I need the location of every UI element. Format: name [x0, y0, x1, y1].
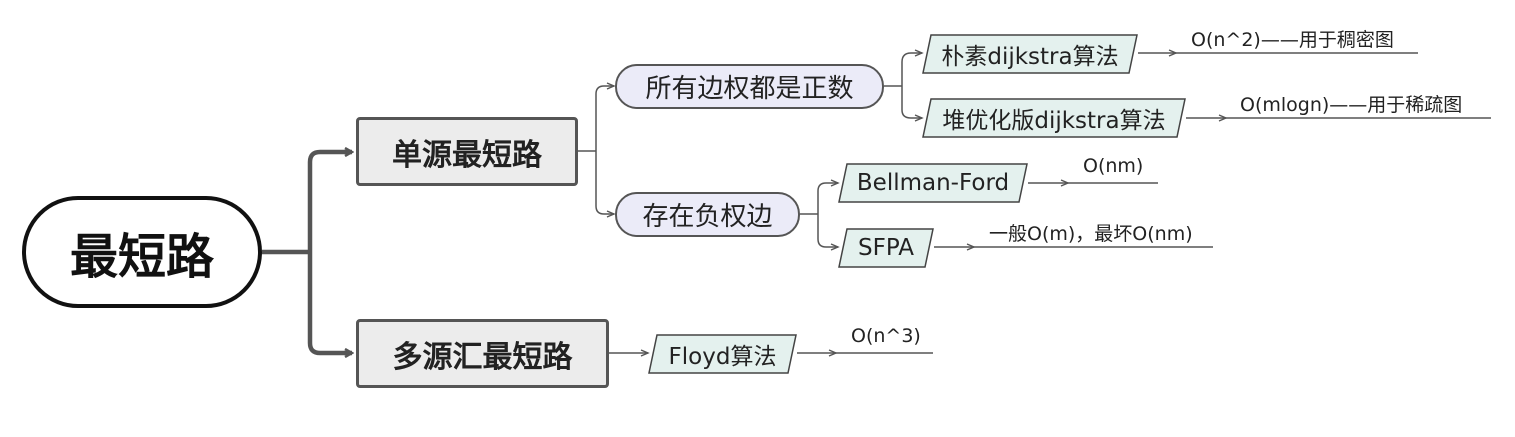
heap-dijkstra-node[interactable]: 堆优化版dijkstra算法 [922, 98, 1186, 138]
bellman-ford-shape [838, 163, 1028, 203]
negative-weights-label: 存在负权边 [642, 202, 773, 232]
negative-weights-node[interactable]: 存在负权边 [615, 192, 800, 237]
single-source-connector [578, 82, 616, 218]
bellman-ford-node[interactable]: Bellman-Ford [838, 163, 1028, 203]
positive-weights-label: 所有边权都是正数 [645, 74, 854, 104]
floyd-node[interactable]: Floyd算法 [648, 334, 797, 374]
negative-connector [800, 179, 840, 251]
spfa-note: 一般O(m)，最坏O(nm) [989, 223, 1193, 245]
positive-connector [884, 49, 924, 122]
naive-dijkstra-node[interactable]: 朴素dijkstra算法 [922, 34, 1138, 74]
floyd-label: Floyd算法 [668, 344, 777, 370]
heap-dijkstra-shape [922, 98, 1186, 138]
floyd-note: O(n^3) [851, 325, 921, 347]
root-node[interactable]: 最短路 [22, 196, 262, 308]
spfa-shape [838, 228, 934, 268]
heap-dijkstra-note: O(mlogn)——用于稀疏图 [1240, 94, 1463, 116]
bellman-ford-note: O(nm) [1083, 155, 1144, 177]
single-source-node[interactable]: 单源最短路 [356, 117, 578, 186]
single-source-label: 单源最短路 [392, 137, 542, 173]
spfa-label: SFPA [858, 235, 914, 261]
heap-dijkstra-label: 堆优化版dijkstra算法 [942, 108, 1166, 134]
note-connectors [797, 49, 1491, 357]
multi-source-label: 多源汇最短路 [392, 339, 573, 375]
naive-dijkstra-label: 朴素dijkstra算法 [941, 44, 1119, 70]
positive-weights-node[interactable]: 所有边权都是正数 [615, 64, 884, 109]
bellman-ford-label: Bellman-Ford [856, 170, 1010, 196]
naive-dijkstra-note: O(n^2)——用于稠密图 [1191, 29, 1394, 51]
root-connector [262, 152, 352, 353]
spfa-node[interactable]: SFPA [838, 228, 934, 268]
floyd-shape [648, 334, 797, 374]
root-label: 最短路 [69, 229, 214, 285]
multi-source-node[interactable]: 多源汇最短路 [356, 319, 609, 388]
naive-dijkstra-shape [922, 34, 1138, 74]
